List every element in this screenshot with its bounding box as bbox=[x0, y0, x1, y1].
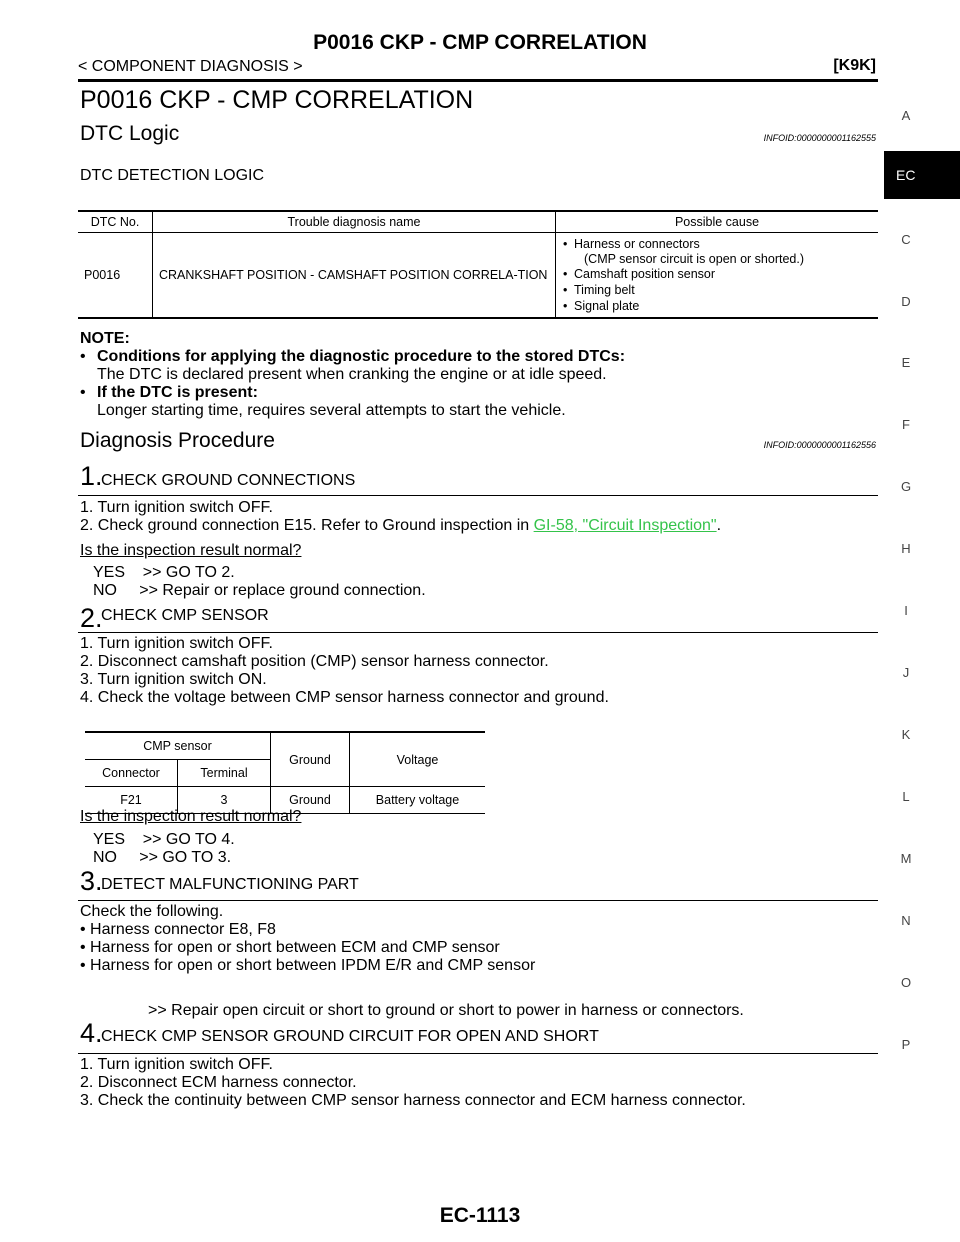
note-bullet-1: • bbox=[80, 348, 86, 365]
step-4-line-2: 2. Disconnect ECM harness connector. bbox=[80, 1074, 357, 1091]
step-1-number: 1. bbox=[80, 461, 103, 491]
table-row: F21 3 Ground Battery voltage bbox=[85, 786, 485, 814]
header-rule bbox=[78, 79, 878, 82]
cause-item: Harness or connectors bbox=[563, 236, 872, 252]
connector-cell: F21 bbox=[85, 786, 178, 814]
dtc-no-header: DTC No. bbox=[78, 210, 153, 233]
dtc-logic-info-id: INFOID:0000000001162555 bbox=[763, 133, 876, 143]
trouble-name-header: Trouble diagnosis name bbox=[152, 210, 556, 233]
note-bullet-2: • bbox=[80, 384, 86, 401]
note-item-1-title: Conditions for applying the diagnostic p… bbox=[97, 348, 626, 365]
note-item-1-text: The DTC is declared present when crankin… bbox=[97, 366, 607, 383]
side-index-active-label: EC bbox=[896, 167, 916, 183]
cmp-table-header-row-1: CMP sensor Ground Voltage bbox=[85, 731, 485, 787]
ground-cell: Ground bbox=[270, 786, 350, 814]
step-2-line-4: 4. Check the voltage between CMP sensor … bbox=[80, 689, 609, 706]
page-title: P0016 CKP - CMP CORRELATION bbox=[80, 86, 474, 114]
step-4-line-3: 3. Check the continuity between CMP sens… bbox=[80, 1092, 746, 1109]
step-2-line-1: 1. Turn ignition switch OFF. bbox=[80, 635, 273, 652]
dtc-logic-heading: DTC Logic bbox=[80, 122, 180, 145]
cause-item-detail: (CMP sensor circuit is open or shorted.) bbox=[584, 252, 804, 266]
note-item-2-text: Longer starting time, requires several a… bbox=[97, 402, 566, 419]
header-section: < COMPONENT DIAGNOSIS > bbox=[78, 58, 303, 75]
step-2-title: CHECK CMP SENSOR bbox=[101, 607, 269, 624]
diagnosis-info-id: INFOID:0000000001162556 bbox=[763, 440, 876, 450]
diagnosis-heading: Diagnosis Procedure bbox=[80, 429, 275, 452]
cause-item: Timing belt bbox=[563, 282, 872, 298]
note-item-2-title: If the DTC is present: bbox=[97, 384, 258, 401]
page-number: EC-1113 bbox=[439, 1204, 521, 1227]
side-index-f[interactable]: F bbox=[902, 417, 910, 432]
side-index-d[interactable]: D bbox=[901, 294, 911, 309]
header-title: P0016 CKP - CMP CORRELATION bbox=[313, 31, 647, 54]
step-1-line-2-end: . bbox=[716, 517, 722, 534]
step-1-line-2-text: 2. Check ground connection E15. Refer to… bbox=[80, 517, 534, 534]
side-index-active-tab[interactable]: EC bbox=[884, 151, 960, 199]
step-1-line-2: 2. Check ground connection E15. Refer to… bbox=[80, 517, 721, 535]
side-index-h[interactable]: H bbox=[901, 541, 911, 556]
possible-cause-header: Possible cause bbox=[555, 210, 878, 233]
step-3-title: DETECT MALFUNCTIONING PART bbox=[101, 876, 359, 893]
step-1-no: NO >> Repair or replace ground connectio… bbox=[93, 582, 426, 599]
step-2-question: Is the inspection result normal? bbox=[80, 808, 302, 825]
step-1-question: Is the inspection result normal? bbox=[80, 542, 302, 559]
step-1-yes: YES >> GO TO 2. bbox=[93, 564, 235, 581]
step-3-line-4: • Harness for open or short between IPDM… bbox=[80, 957, 536, 974]
step-2-rule bbox=[78, 632, 878, 633]
circuit-inspection-link[interactable]: GI-58, "Circuit Inspection" bbox=[533, 517, 717, 534]
dtc-no-cell: P0016 bbox=[78, 232, 153, 319]
side-index-a[interactable]: A bbox=[901, 108, 911, 123]
step-1-line-1: 1. Turn ignition switch OFF. bbox=[80, 499, 273, 516]
side-index-j[interactable]: J bbox=[902, 665, 910, 680]
step-2-line-3: 3. Turn ignition switch ON. bbox=[80, 671, 267, 688]
side-index-l[interactable]: L bbox=[902, 789, 910, 804]
step-2-line-2: 2. Disconnect camshaft position (CMP) se… bbox=[80, 653, 549, 670]
cause-list: Harness or connectors (CMP sensor circui… bbox=[562, 236, 872, 314]
ground-header: Ground bbox=[270, 731, 350, 787]
cmp-table-header-row-2: Connector Terminal bbox=[85, 759, 485, 787]
step-2-yes: YES >> GO TO 4. bbox=[93, 831, 235, 848]
step-4-line-1: 1. Turn ignition switch OFF. bbox=[80, 1056, 273, 1073]
step-3-line-2: • Harness connector E8, F8 bbox=[80, 921, 276, 938]
dtc-table: DTC No. Trouble diagnosis name Possible … bbox=[78, 210, 878, 319]
step-3-line-1: Check the following. bbox=[80, 903, 224, 920]
step-3-number: 3. bbox=[80, 866, 103, 896]
step-3-rule bbox=[78, 900, 878, 901]
step-2-no: NO >> GO TO 3. bbox=[93, 849, 232, 866]
terminal-cell: 3 bbox=[177, 786, 271, 814]
side-index-n[interactable]: N bbox=[901, 913, 911, 928]
side-index-i[interactable]: I bbox=[904, 603, 908, 618]
voltage-header: Voltage bbox=[349, 731, 485, 787]
connector-header: Connector bbox=[85, 759, 178, 787]
step-4-number: 4. bbox=[80, 1018, 103, 1048]
dtc-table-row: P0016 CRANKSHAFT POSITION - CAMSHAFT POS… bbox=[78, 232, 878, 319]
side-index-m[interactable]: M bbox=[900, 851, 912, 866]
step-2-number: 2. bbox=[80, 603, 103, 633]
note-label: NOTE: bbox=[80, 330, 130, 347]
voltage-cell: Battery voltage bbox=[349, 786, 485, 814]
side-index-k[interactable]: K bbox=[901, 727, 911, 742]
cause-item: Camshaft position sensor bbox=[563, 266, 872, 282]
step-1-rule bbox=[78, 495, 878, 496]
side-index-p[interactable]: P bbox=[901, 1037, 911, 1052]
dtc-table-header: DTC No. Trouble diagnosis name Possible … bbox=[78, 210, 878, 233]
step-3-line-3: • Harness for open or short between ECM … bbox=[80, 939, 500, 956]
cmp-voltage-table: CMP sensor Ground Voltage Connector Term… bbox=[85, 731, 485, 814]
side-index-g[interactable]: G bbox=[900, 479, 912, 494]
trouble-name-cell: CRANKSHAFT POSITION - CAMSHAFT POSITION … bbox=[152, 232, 556, 319]
cmp-sensor-header: CMP sensor bbox=[85, 731, 271, 760]
possible-cause-cell: Harness or connectors (CMP sensor circui… bbox=[555, 232, 878, 319]
side-index-o[interactable]: O bbox=[900, 975, 912, 990]
step-3-result: >> Repair open circuit or short to groun… bbox=[148, 1002, 744, 1019]
dtc-detection-logic-label: DTC DETECTION LOGIC bbox=[80, 167, 265, 184]
step-4-rule bbox=[78, 1053, 878, 1054]
side-index-c[interactable]: C bbox=[901, 232, 911, 247]
header-code: [K9K] bbox=[833, 57, 876, 74]
side-index-e[interactable]: E bbox=[901, 355, 911, 370]
terminal-header: Terminal bbox=[177, 759, 271, 787]
step-1-title: CHECK GROUND CONNECTIONS bbox=[101, 472, 356, 489]
step-4-title: CHECK CMP SENSOR GROUND CIRCUIT FOR OPEN… bbox=[101, 1028, 599, 1045]
cause-item: Signal plate bbox=[563, 298, 872, 314]
